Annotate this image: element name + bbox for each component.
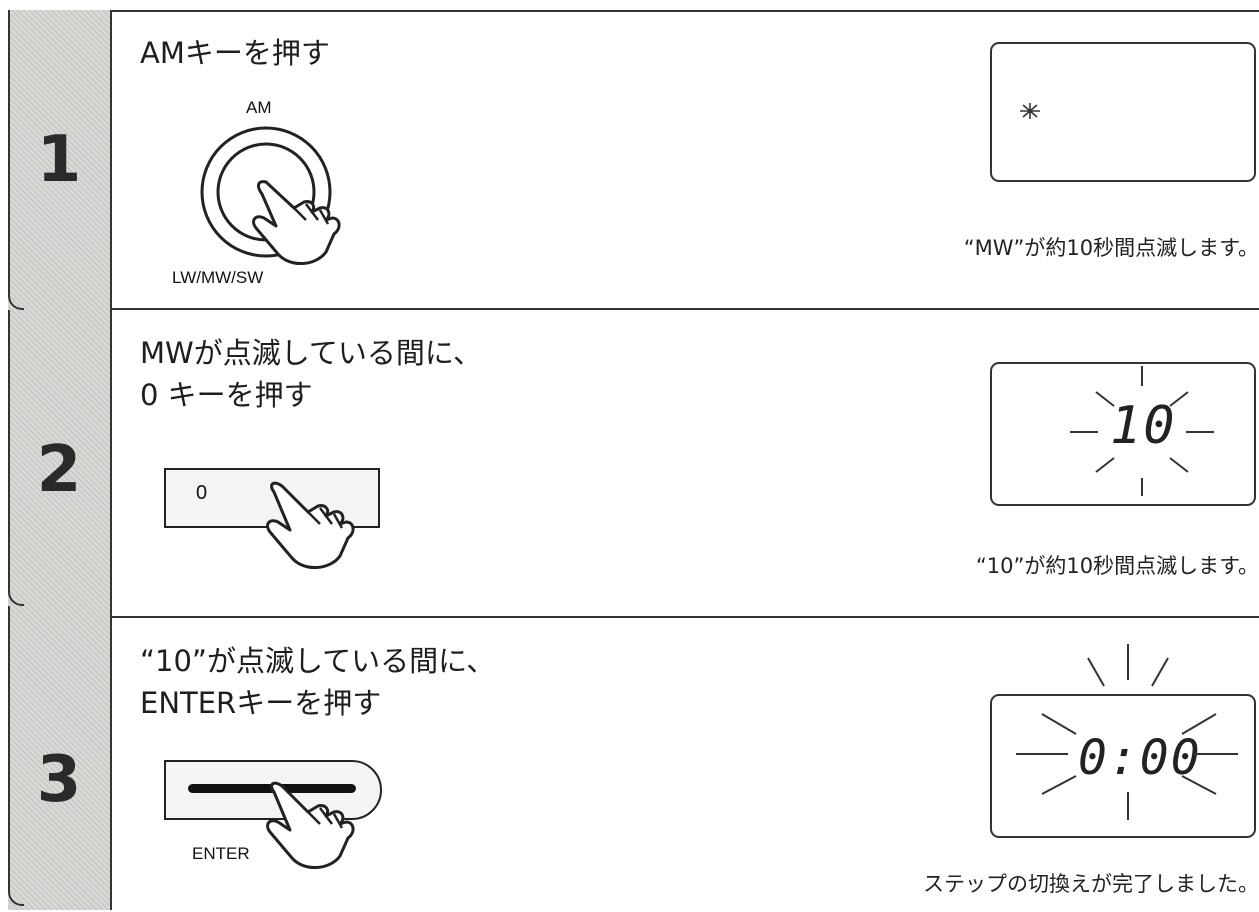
step-number: 1	[36, 123, 82, 197]
display-readout: 10	[1110, 396, 1177, 456]
blink-rays-icon	[1070, 366, 1214, 496]
step-1: 1 AMキーを押す AM LW/MW/SW “MW”が約10秒間点滅します。	[8, 10, 1259, 310]
step-number: 2	[36, 433, 82, 507]
key-bottom-label: LW/MW/SW	[172, 268, 264, 287]
display-panel	[990, 42, 1256, 182]
key-label: ENTER	[192, 844, 250, 863]
step-title-line-2: ENTERキーを押す	[140, 686, 382, 720]
display-panel: 0:00	[990, 644, 1256, 838]
step-caption: ステップの切換えが完了しました。	[923, 872, 1259, 896]
step-title-line-2: 0 キーを押す	[140, 378, 313, 412]
step-number: 3	[36, 743, 82, 817]
step-title-line-1: MWが点滅している間に、	[140, 336, 482, 370]
step-3: 3 “10”が点滅している間に、 ENTERキーを押す ENTER 0:00	[8, 606, 1259, 906]
key-label: 0	[196, 482, 208, 504]
step-caption: “10”が約10秒間点滅します。	[975, 554, 1259, 578]
step-title: AMキーを押す	[140, 36, 330, 70]
pointing-hand-icon	[266, 781, 355, 869]
step-2: 2 MWが点滅している間に、 0 キーを押す 0 10 “10”が約10秒間点滅…	[8, 308, 1259, 606]
step-caption: “MW”が約10秒間点滅します。	[963, 236, 1259, 260]
blink-star-icon	[1020, 103, 1040, 119]
step-tab-column	[8, 10, 112, 910]
display-panel: 10	[990, 362, 1256, 506]
step-title-line-1: “10”が点滅している間に、	[140, 644, 496, 678]
key-top-label: AM	[246, 98, 272, 117]
blink-rays-icon	[1016, 644, 1238, 820]
instruction-steps: 1 AMキーを押す AM LW/MW/SW “MW”が約10秒間点滅します。 2…	[8, 10, 1259, 910]
pointing-hand-icon	[266, 481, 355, 569]
am-knob-icon	[200, 126, 341, 265]
display-readout: 0:00	[1078, 730, 1202, 786]
